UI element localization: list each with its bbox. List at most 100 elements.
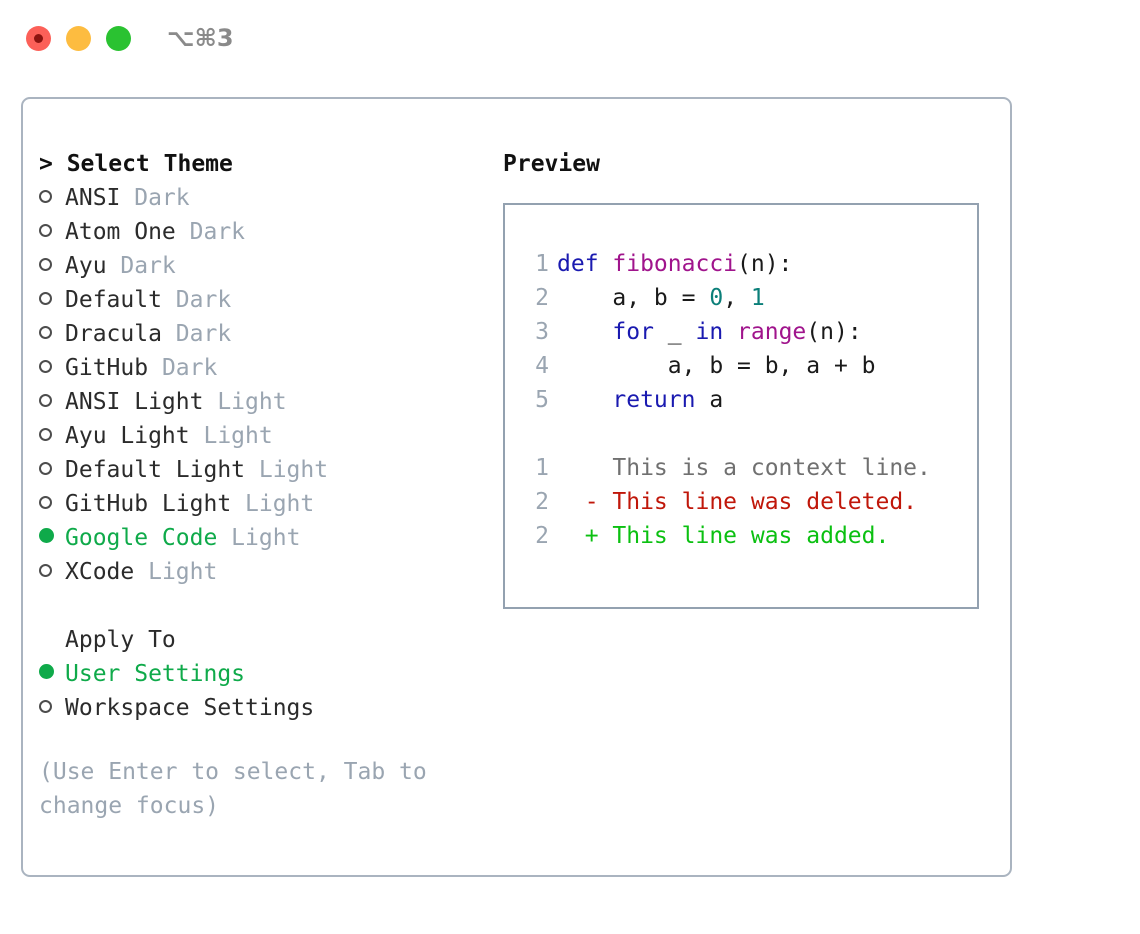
option-variant-tag: Dark	[120, 185, 190, 211]
radio-unselected-icon	[39, 487, 65, 521]
option-label: Default	[65, 287, 162, 313]
select-theme-header: > Select Theme	[39, 151, 233, 177]
option-label: GitHub Light	[65, 491, 232, 517]
theme-option-ayu[interactable]: Ayu Dark	[39, 249, 479, 283]
code-line: 2 a, b = 0, 1	[505, 281, 977, 315]
open-circle-icon	[39, 190, 52, 203]
line-number: 2	[535, 523, 549, 549]
option-label: GitHub	[65, 355, 149, 381]
theme-option-google-code[interactable]: Google Code Light	[39, 521, 479, 555]
radio-unselected-icon	[39, 555, 65, 589]
open-circle-icon	[39, 360, 52, 373]
maximize-button[interactable]	[106, 26, 131, 51]
option-variant-tag: Dark	[106, 253, 176, 279]
code-token: (n):	[737, 251, 793, 277]
line-number: 1	[535, 455, 549, 481]
radio-unselected-icon	[39, 351, 65, 385]
option-variant-tag: Light	[203, 389, 287, 415]
theme-option-ansi[interactable]: ANSI Dark	[39, 181, 479, 215]
theme-option-ansi-light[interactable]: ANSI Light Light	[39, 385, 479, 419]
list-spacer	[39, 589, 479, 623]
option-variant-tag: Light	[217, 525, 301, 551]
line-number: 3	[535, 319, 549, 345]
keyboard-hint-text: (Use Enter to select, Tab to change focu…	[39, 759, 441, 819]
open-circle-icon	[39, 564, 52, 577]
radio-unselected-icon	[39, 181, 65, 215]
minimize-button[interactable]	[66, 26, 91, 51]
option-label: Dracula	[65, 321, 162, 347]
code-token: in	[695, 319, 724, 345]
filled-circle-icon	[39, 528, 54, 543]
diff-line: 2 + This line was added.	[505, 519, 977, 553]
diff-text: This is a context line.	[557, 455, 931, 481]
close-button[interactable]	[26, 26, 51, 51]
radio-unselected-icon	[39, 215, 65, 249]
theme-option-default[interactable]: Default Dark	[39, 283, 479, 317]
code-token: a	[695, 387, 724, 413]
open-circle-icon	[39, 258, 52, 271]
radio-selected-icon	[39, 521, 65, 555]
line-number: 5	[535, 387, 549, 413]
option-label: Atom One	[65, 219, 176, 245]
option-variant-tag: Dark	[161, 321, 232, 347]
code-token: a, b = b, a + b	[557, 353, 876, 379]
code-line: 4 a, b = b, a + b	[505, 349, 977, 383]
option-variant-tag: Light	[189, 423, 273, 449]
code-token: return	[612, 387, 696, 413]
theme-option-dracula[interactable]: Dracula Dark	[39, 317, 479, 351]
option-label: XCode	[65, 559, 135, 585]
option-label: Ayu	[65, 253, 107, 279]
code-token	[557, 319, 612, 345]
code-token: _	[653, 319, 696, 345]
code-token	[557, 387, 612, 413]
theme-option-xcode[interactable]: XCode Light	[39, 555, 479, 589]
code-token: 1	[750, 285, 765, 311]
open-circle-icon	[39, 428, 52, 441]
code-token: range	[737, 319, 807, 345]
code-token: def	[557, 251, 613, 277]
code-line: 1 def fibonacci(n):	[505, 247, 977, 281]
code-token	[723, 319, 737, 345]
code-token: ,	[723, 285, 751, 311]
open-circle-icon	[39, 700, 52, 713]
option-variant-tag: Dark	[161, 287, 232, 313]
option-variant-tag: Light	[134, 559, 218, 585]
option-label: Google Code	[65, 525, 218, 551]
option-label: ANSI	[65, 185, 121, 211]
line-number: 2	[535, 285, 549, 311]
theme-option-ayu-light[interactable]: Ayu Light Light	[39, 419, 479, 453]
theme-option-github-light[interactable]: GitHub Light Light	[39, 487, 479, 521]
open-circle-icon	[39, 326, 52, 339]
option-label: ANSI Light	[65, 389, 204, 415]
option-variant-tag: Light	[231, 491, 315, 517]
apply-option-user-settings[interactable]: User Settings	[39, 657, 479, 691]
filled-circle-icon	[39, 664, 54, 679]
code-token: (n):	[806, 319, 862, 345]
theme-option-github[interactable]: GitHub Dark	[39, 351, 479, 385]
open-circle-icon	[39, 394, 52, 407]
open-circle-icon	[39, 292, 52, 305]
line-number: 2	[535, 489, 549, 515]
option-variant-tag: Dark	[148, 355, 218, 381]
line-number: 1	[535, 251, 549, 277]
theme-option-default-light[interactable]: Default Light Light	[39, 453, 479, 487]
radio-unselected-icon	[39, 419, 65, 453]
option-label: User Settings	[65, 661, 246, 687]
diff-line: 1 This is a context line.	[505, 451, 977, 485]
radio-selected-icon	[39, 657, 65, 691]
theme-option-atom-one[interactable]: Atom One Dark	[39, 215, 479, 249]
apply-option-workspace-settings[interactable]: Workspace Settings	[39, 691, 479, 725]
code-diff-spacer	[505, 417, 977, 451]
radio-unselected-icon	[39, 283, 65, 317]
code-token: fibonacci	[612, 251, 738, 277]
diff-text: + This line was added.	[557, 523, 890, 549]
diff-sample: 1 This is a context line.2 - This line w…	[505, 451, 977, 553]
option-variant-tag: Light	[245, 457, 329, 483]
